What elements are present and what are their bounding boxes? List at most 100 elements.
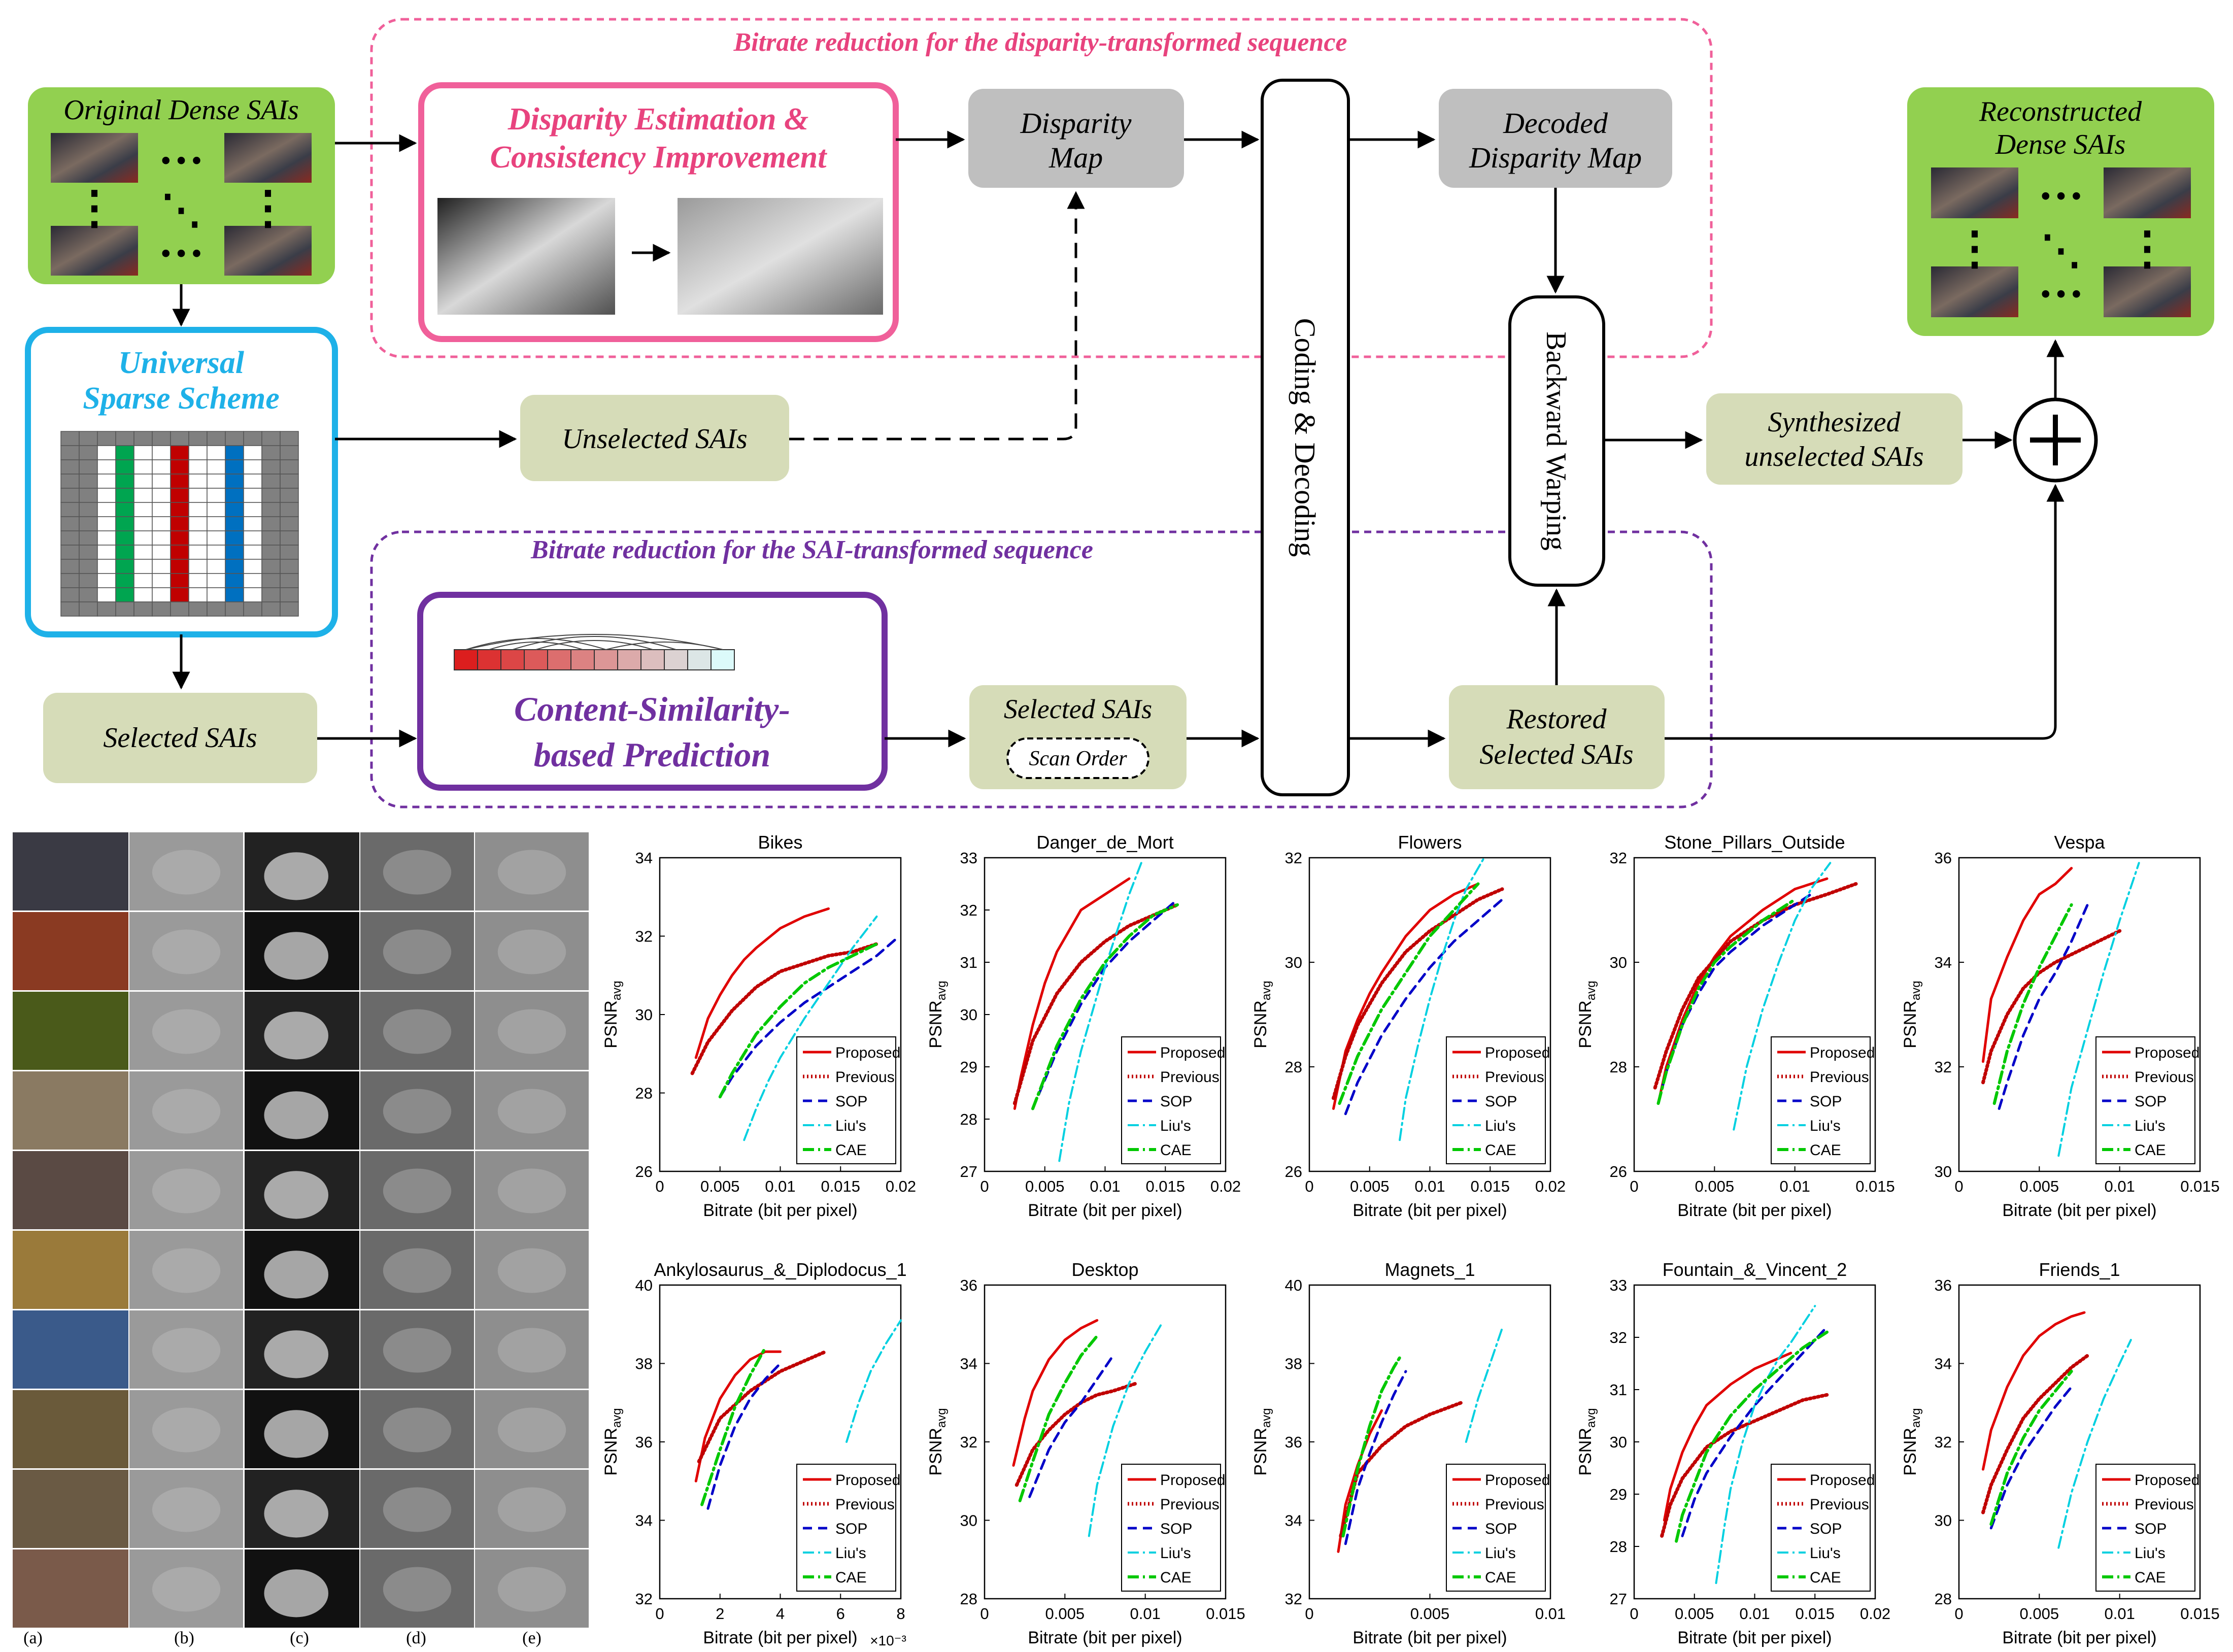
original-dense-box: Original Dense SAIs … … ⋮ ⋮ ⋱ xyxy=(28,87,335,284)
y-axis-label: PSNRavg xyxy=(601,1408,624,1475)
scan-order-pill xyxy=(1006,737,1149,779)
x-tick-label: 0.005 xyxy=(700,1177,740,1195)
series-line xyxy=(694,907,830,1059)
grid-cell xyxy=(261,445,281,460)
depth-blob xyxy=(264,932,328,980)
thumbnail xyxy=(13,1549,128,1628)
grid-cell xyxy=(207,587,226,602)
content-similarity-box: Content-Similarity- based Prediction xyxy=(417,592,888,791)
grid-cell xyxy=(261,474,281,489)
grid-cell xyxy=(152,559,171,574)
grid-cell xyxy=(188,516,208,531)
series-line xyxy=(1058,862,1142,1162)
grid-cell xyxy=(115,601,134,617)
legend-entry: CAE xyxy=(1485,1142,1516,1159)
x-tick-label: 0.005 xyxy=(2020,1177,2059,1195)
sai-cell xyxy=(617,649,641,670)
series-line xyxy=(845,1319,902,1443)
panel-label-c: (c) xyxy=(290,1629,309,1647)
x-axis-label: Bitrate (bit per pixel) xyxy=(703,1201,857,1220)
grid-cell xyxy=(243,559,262,574)
disparity-estimation-box: Disparity Estimation & Consistency Impro… xyxy=(418,82,899,342)
legend-entry: SOP xyxy=(1810,1093,1842,1110)
grid-cell xyxy=(97,601,116,617)
selected-sais-box xyxy=(43,693,317,783)
y-tick-label: 32 xyxy=(960,1433,977,1451)
grid-cell xyxy=(97,445,116,460)
coding-decoding-label: Coding & Decoding xyxy=(1289,318,1322,557)
y-tick-label: 32 xyxy=(1935,1433,1952,1451)
legend-entry: Previous xyxy=(835,1069,895,1086)
y-axis-label: PSNRavg xyxy=(1251,1408,1273,1475)
reconstructed-label-1: Reconstructed xyxy=(1979,96,2142,127)
depth-blob xyxy=(152,1487,221,1532)
series-line xyxy=(2057,1339,2132,1549)
grid-cell xyxy=(170,459,189,475)
svg-text:…: … xyxy=(2038,159,2084,209)
sai-cell xyxy=(664,649,688,670)
legend-entry: Proposed xyxy=(835,1472,900,1489)
y-tick-label: 40 xyxy=(635,1276,653,1294)
panel-label-d: (d) xyxy=(406,1629,426,1647)
grid-cell xyxy=(115,530,134,546)
thumbnail xyxy=(360,1549,474,1628)
depth-blob xyxy=(264,1490,328,1538)
x-tick-label: 0.015 xyxy=(1855,1177,1895,1195)
grid-cell xyxy=(170,516,189,531)
x-tick-label: 0.005 xyxy=(1695,1177,1735,1195)
grid-cell xyxy=(225,431,244,446)
series-line xyxy=(1012,1319,1099,1467)
legend-entry: SOP xyxy=(2135,1521,2167,1537)
x-tick-label: 0.015 xyxy=(821,1177,860,1195)
unselected-sais-label: Unselected SAIs xyxy=(562,423,747,455)
grid-cell xyxy=(243,516,262,531)
grid-cell xyxy=(79,459,98,475)
grid-cell xyxy=(97,587,116,602)
reconstructed-label-2: Dense SAIs xyxy=(1995,129,2126,160)
series-line xyxy=(1031,903,1179,1110)
legend-entry: Proposed xyxy=(1810,1472,1875,1489)
backward-warping-label: Backward Warping xyxy=(1540,331,1572,550)
x-axis-label: Bitrate (bit per pixel) xyxy=(1028,1628,1182,1647)
thumbnail xyxy=(13,832,128,911)
universal-label-1: Universal xyxy=(118,346,245,380)
grid-cell xyxy=(115,488,134,503)
x-tick-label: 0.01 xyxy=(765,1177,795,1195)
universal-label-2: Sparse Scheme xyxy=(83,381,280,416)
panel-label-b: (b) xyxy=(174,1629,194,1647)
sparse-scheme-grid xyxy=(60,431,299,617)
grid-cell xyxy=(170,587,189,602)
grid-cell xyxy=(133,559,153,574)
legend-entry: SOP xyxy=(1160,1521,1192,1537)
grid-cell xyxy=(115,459,134,475)
purple-region-title: Bitrate reduction for the SAI-transforme… xyxy=(530,535,1093,564)
legend-entry: Liu's xyxy=(835,1545,866,1562)
grid-cell xyxy=(152,573,171,588)
grid-cell xyxy=(115,559,134,574)
grid-cell xyxy=(79,474,98,489)
depth-blob xyxy=(383,1009,452,1054)
svg-text:…: … xyxy=(158,123,204,174)
series-line xyxy=(718,942,878,1099)
x-tick-label: 0 xyxy=(1954,1177,1963,1195)
x-axis-label: Bitrate (bit per pixel) xyxy=(1352,1628,1507,1647)
chart-title: Danger_de_Mort xyxy=(1036,832,1173,853)
depth-blob xyxy=(497,1248,566,1293)
grid-cell xyxy=(79,516,98,531)
depth-blob xyxy=(152,1248,221,1293)
series-line xyxy=(1982,867,2073,1063)
x-tick-label: 0 xyxy=(1630,1605,1638,1623)
legend-entry: Proposed xyxy=(1485,1472,1550,1489)
grid-cell xyxy=(60,474,80,489)
synthesized-label-1: Synthesized xyxy=(1768,407,1901,438)
grid-cell xyxy=(280,445,299,460)
decoded-disparity-box xyxy=(1439,89,1672,188)
x-tick-label: 0 xyxy=(1305,1605,1313,1623)
y-axis-label: PSNRavg xyxy=(601,981,624,1048)
x-tick-label: 8 xyxy=(896,1605,905,1623)
